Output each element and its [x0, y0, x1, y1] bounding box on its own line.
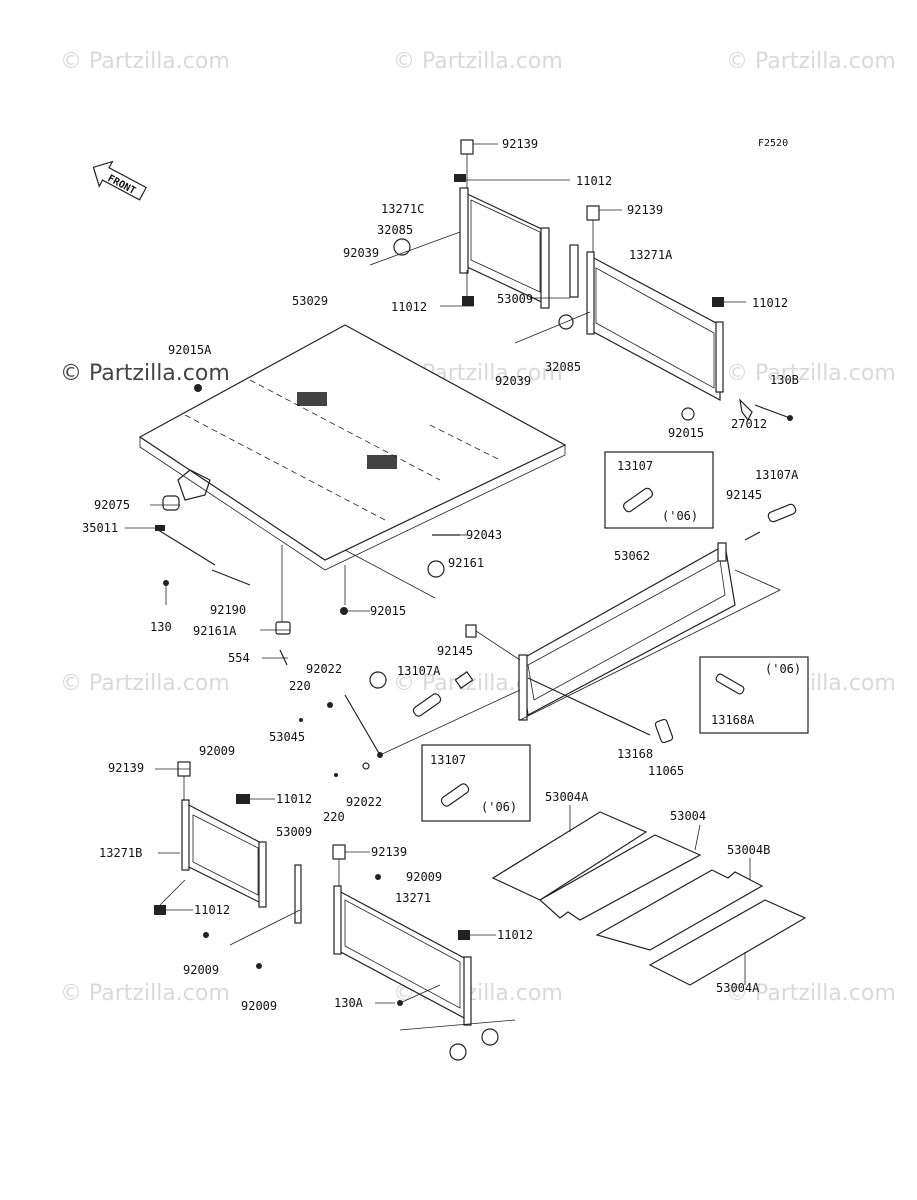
label-220: 220	[323, 810, 345, 824]
tailgate-53062	[465, 503, 797, 744]
floor-mats	[491, 811, 807, 986]
label-11012: 11012	[576, 174, 612, 188]
label-92139: 92139	[627, 203, 663, 217]
label-92075: 92075	[94, 498, 130, 512]
label-92022: 92022	[306, 662, 342, 676]
watermark: © Partzilla.com	[726, 981, 896, 1006]
watermark: © Partzilla.com	[726, 361, 896, 386]
label-130: 130	[150, 620, 172, 634]
label-13271: 13271	[395, 891, 431, 905]
label-13107A: 13107A	[397, 664, 441, 678]
label-92015: 92015	[370, 604, 406, 618]
label-92190: 92190	[210, 603, 246, 617]
label-53004B: 53004B	[727, 843, 770, 857]
label-53004: 53004	[670, 809, 706, 823]
box-13107-upper	[604, 451, 714, 529]
label-53009: 53009	[497, 292, 533, 306]
watermark: © Partzilla.com	[726, 49, 896, 74]
label-92145: 92145	[437, 644, 473, 658]
label-92022: 92022	[346, 795, 382, 809]
label-53029: 53029	[292, 294, 328, 308]
label-13271C: 13271C	[381, 202, 424, 216]
figure-code: F2520	[758, 138, 788, 149]
label-11012: 11012	[497, 928, 533, 942]
label-13271A: 13271A	[629, 248, 673, 262]
label-554: 554	[228, 651, 250, 665]
label-130A: 130A	[334, 996, 364, 1010]
label-35011: 35011	[82, 521, 118, 535]
label-130B: 130B	[770, 373, 799, 387]
box-13107-middle	[421, 744, 531, 822]
label-11065: 11065	[648, 764, 684, 778]
label-13107A: 13107A	[755, 468, 799, 482]
front-arrow-icon: FRONT	[92, 160, 147, 201]
label-53004A: 53004A	[716, 981, 760, 995]
label-13107: 13107	[617, 459, 653, 473]
part-labels: 92139 11012 13271C 32085 92039 11012 530…	[82, 137, 801, 1013]
label-220: 220	[289, 679, 311, 693]
watermark: © Partzilla.com	[60, 49, 230, 74]
watermark-dark: © Partzilla.com	[60, 361, 230, 386]
label-92139: 92139	[108, 761, 144, 775]
label-32085: 32085	[545, 360, 581, 374]
panel-13271	[332, 844, 516, 1031]
label-11012: 11012	[391, 300, 427, 314]
label-32085: 32085	[377, 223, 413, 237]
label-92009: 92009	[241, 999, 277, 1013]
label-92161A: 92161A	[193, 624, 237, 638]
label-92161: 92161	[448, 556, 484, 570]
label-92009: 92009	[183, 963, 219, 977]
label-92015A: 92015A	[168, 343, 212, 357]
label-13107: 13107	[430, 753, 466, 767]
leader-lines	[125, 143, 751, 1004]
watermark: © Partzilla.com	[60, 671, 230, 696]
box-13168A	[699, 656, 809, 734]
label-92009: 92009	[406, 870, 442, 884]
label-13271B: 13271B	[99, 846, 142, 860]
panel-13271A	[514, 205, 793, 422]
label-06: ('06)	[765, 662, 801, 676]
label-92139: 92139	[371, 845, 407, 859]
panel-13271C	[369, 139, 579, 309]
label-06: ('06)	[662, 509, 698, 523]
label-11012: 11012	[752, 296, 788, 310]
label-53004A: 53004A	[545, 790, 589, 804]
label-92039: 92039	[343, 246, 379, 260]
label-06: ('06)	[481, 800, 517, 814]
deck-53029	[138, 324, 567, 625]
label-92043: 92043	[466, 528, 502, 542]
label-92145: 92145	[726, 488, 762, 502]
label-11012: 11012	[276, 792, 312, 806]
label-13168: 13168	[617, 747, 653, 761]
label-92015: 92015	[668, 426, 704, 440]
label-13168A: 13168A	[711, 713, 755, 727]
watermark: © Partzilla.com	[393, 49, 563, 74]
watermark: © Partzilla.com	[60, 981, 230, 1006]
label-53009: 53009	[276, 825, 312, 839]
label-27012: 27012	[731, 417, 767, 431]
label-92139: 92139	[502, 137, 538, 151]
label-92039: 92039	[495, 374, 531, 388]
callouts	[369, 560, 499, 1061]
label-53062: 53062	[614, 549, 650, 563]
label-11012: 11012	[194, 903, 230, 917]
middle-hardware	[299, 671, 521, 777]
label-92009: 92009	[199, 744, 235, 758]
label-53045: 53045	[269, 730, 305, 744]
